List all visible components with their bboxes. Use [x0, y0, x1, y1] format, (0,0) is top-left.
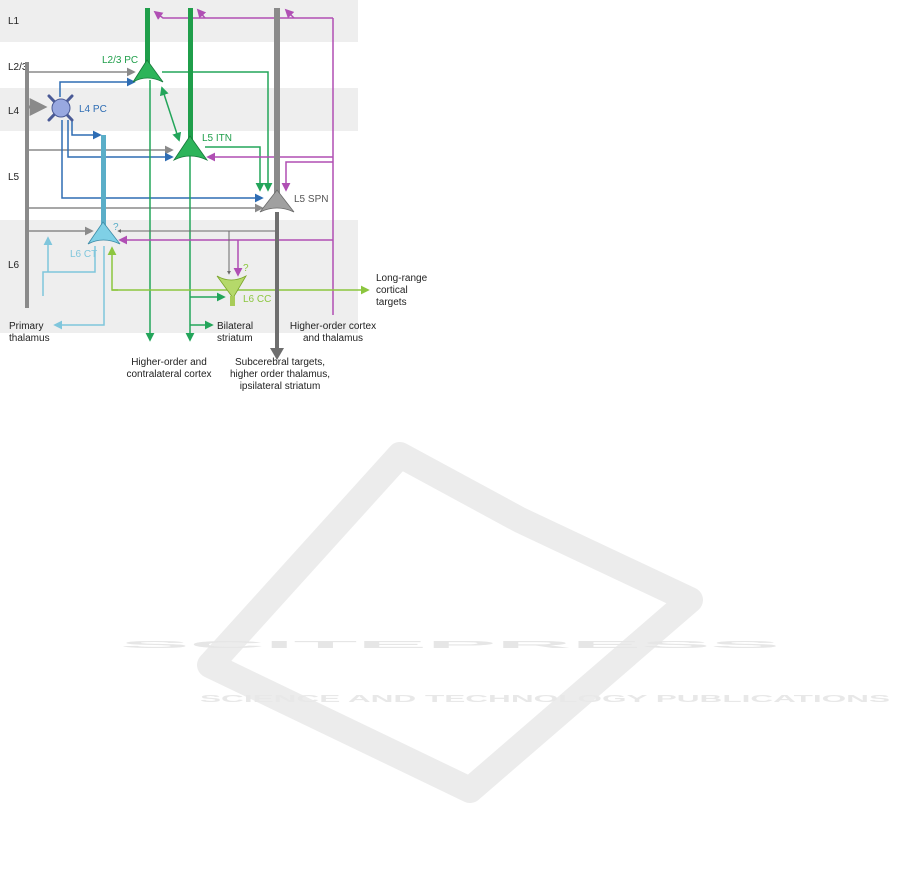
target-labels: Primary thalamus Higher-order and contra…	[9, 273, 428, 392]
neuron-l6-ct	[87, 135, 121, 245]
band-l6	[0, 220, 358, 333]
l6ct-apical-dendrite	[101, 135, 106, 227]
neuron-labels: L2/3 PC L4 PC L5 ITN L5 SPN L6 CT L6 CC …	[70, 55, 328, 305]
target-long-range-line1: Long-range	[376, 273, 428, 284]
l4-to-l5itn	[67, 120, 174, 162]
watermark-book-icon	[197, 442, 703, 803]
l5spn-axon-arrowhead	[270, 348, 284, 360]
layer-bands	[0, 0, 358, 333]
thalamic-input-gray	[25, 62, 264, 308]
watermark: SCITEPRESS SCIENCE AND TECHNOLOGY PUBLIC…	[120, 442, 891, 803]
l4-to-l23	[59, 77, 136, 97]
l6cc-soma	[216, 274, 248, 299]
neuron-l6-cc	[216, 274, 248, 306]
magenta-feedback	[118, 8, 334, 315]
target-higher-order-cortex-line1: Higher-order cortex	[290, 321, 376, 332]
l23-l5itn-reciprocal	[159, 86, 182, 142]
l4-to-l5spn	[61, 120, 264, 203]
label-l23-pc: L2/3 PC	[102, 55, 138, 66]
l5spn-soma	[259, 189, 295, 213]
target-long-range-line2: cortical	[376, 285, 408, 296]
layer-label-l23: L2/3	[8, 62, 28, 73]
neuron-l5-itn	[172, 8, 209, 162]
label-l4-pc: L4 PC	[79, 104, 107, 115]
l6cc-projections	[107, 246, 370, 295]
neuron-l23-pc	[132, 8, 164, 83]
layer-label-l1: L1	[8, 16, 20, 27]
l4-to-l6ct-dendrite	[71, 120, 102, 140]
l6ct-to-thalamus	[53, 246, 105, 330]
l4-soma	[51, 98, 71, 118]
magenta-to-l5itn-tuft	[196, 8, 207, 19]
l23-apical-dendrite	[145, 8, 150, 68]
l6ct-loop	[42, 246, 96, 296]
target-primary-thalamus-line1: Primary	[9, 321, 43, 332]
question-mark-l6ct: ?	[113, 222, 119, 233]
l5itn-apical-dendrite	[188, 8, 193, 140]
band-l1	[0, 0, 358, 42]
green-projections	[145, 71, 273, 342]
l23-soma	[132, 59, 164, 83]
l4pc-projections	[59, 77, 264, 203]
l5spn-axon	[270, 212, 284, 360]
target-bilateral-striatum-line2: striatum	[217, 333, 253, 344]
l6ct-soma	[87, 221, 121, 245]
watermark-subtitle: SCIENCE AND TECHNOLOGY PUBLICATIONS	[200, 694, 891, 705]
magenta-to-l5spn	[281, 161, 333, 192]
target-long-range-line3: targets	[376, 297, 407, 308]
l6cc-dendrite	[230, 296, 235, 306]
l5itn-to-l5spn	[205, 146, 265, 192]
label-l5-spn: L5 SPN	[294, 194, 328, 205]
neuron-l4-pc	[47, 94, 74, 122]
target-subcerebral-line1: Subcerebral targets,	[235, 357, 325, 368]
neuron-l5-spn	[259, 8, 295, 213]
layer-label-l4: L4	[8, 106, 20, 117]
question-mark-l6cc: ?	[243, 263, 249, 274]
l5spn-apical-dendrite	[274, 8, 280, 194]
l5itn-soma	[172, 135, 209, 162]
target-higher-order-cortex-line2: and thalamus	[303, 333, 363, 344]
label-l5-itn: L5 ITN	[202, 133, 232, 144]
layer-label-l5: L5	[8, 172, 20, 183]
target-subcerebral-line3: ipsilateral striatum	[240, 381, 321, 392]
label-l6-ct: L6 CT	[70, 249, 97, 260]
watermark-title: SCITEPRESS	[120, 640, 783, 651]
target-higher-order-line2: contralateral cortex	[126, 369, 211, 380]
layer-labels: L1 L2/3 L4 L5 L6	[8, 16, 28, 271]
layer-label-l6: L6	[8, 260, 20, 271]
target-higher-order-line1: Higher-order and	[131, 357, 207, 368]
l6ct-projection	[42, 236, 105, 330]
magenta-to-l5spn-tuft	[284, 8, 295, 19]
label-l6-cc: L6 CC	[243, 294, 271, 305]
dark-gray-connections	[117, 229, 276, 275]
target-subcerebral-line2: higher order thalamus,	[230, 369, 330, 380]
target-bilateral-striatum-line1: Bilateral	[217, 321, 253, 332]
l23-to-l5spn	[162, 71, 273, 192]
target-primary-thalamus-line2: thalamus	[9, 333, 50, 344]
